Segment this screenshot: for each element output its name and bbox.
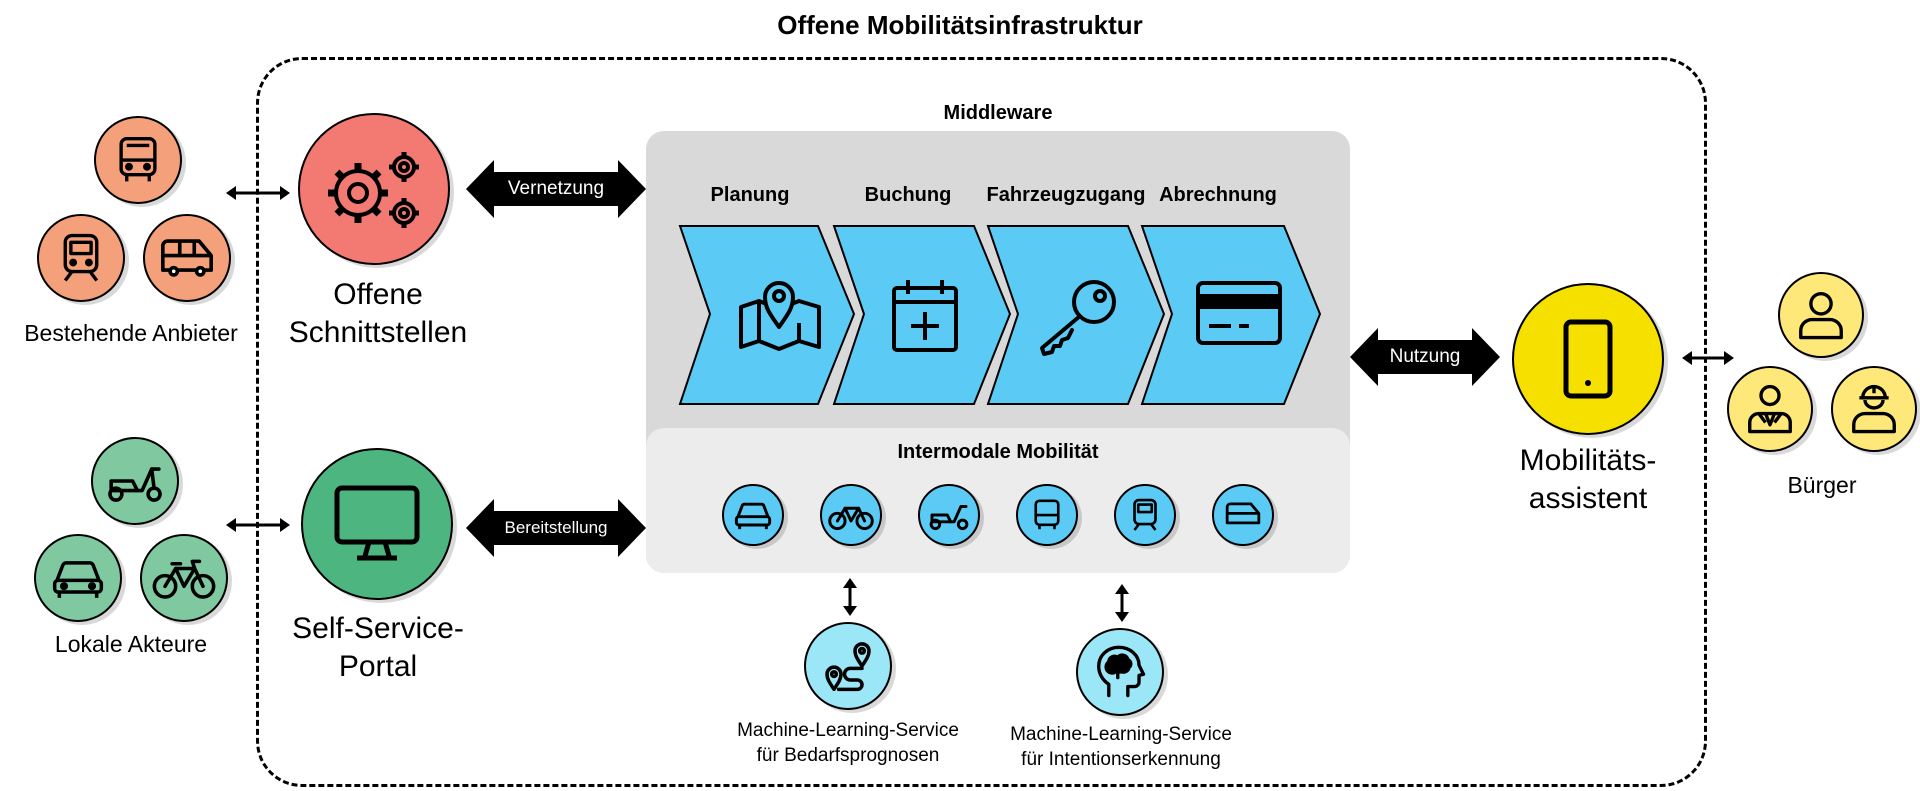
assistant-label-line2: assistent [1528, 482, 1648, 515]
nutzung-label: Nutzung [1389, 346, 1461, 367]
credit-card-icon [1196, 281, 1282, 345]
gears-icon [328, 152, 419, 228]
citizen-business-circle [1727, 366, 1813, 452]
vernetzung-arrow [466, 160, 646, 218]
chevron-planung [678, 225, 856, 405]
ml-demand-label: Machine-Learning-Service für Bedarfsprog… [706, 718, 990, 768]
car-icon [734, 502, 772, 530]
brain-head-icon [1097, 645, 1146, 698]
intermodal-title: Intermodale Mobilität [897, 441, 1099, 463]
ml-demand-label-line2: für Bedarfsprognosen [756, 745, 940, 766]
local-actors-label: Lokale Akteure [54, 631, 208, 657]
process-chevrons [678, 225, 1322, 405]
map-pin-icon [739, 281, 821, 351]
portal-label-line1: Self-Service- [292, 612, 464, 645]
open-interfaces-label: Offene Schnittstellen [262, 276, 494, 352]
diagram-title: Offene Mobilitätsinfrastruktur [777, 10, 1143, 40]
chevron-buchung [832, 225, 1012, 405]
provider-bus-circle [94, 116, 182, 204]
chevron-fahrzeugzugang [986, 225, 1166, 405]
vernetzung-label: Vernetzung [507, 178, 605, 199]
intermodal-van-circle [1212, 484, 1274, 546]
ml-intention-label-line1: Machine-Learning-Service [1010, 724, 1232, 745]
route-icon [825, 642, 871, 692]
ml-intention-label-line2: für Intentionserkennung [1021, 749, 1221, 770]
providers-double-arrow [226, 186, 290, 200]
step-label-fahrzeugzugang: Fahrzeugzugang [986, 184, 1146, 206]
intermodal-scooter-circle [918, 484, 980, 546]
infrastructure-frame [256, 57, 1707, 787]
step-label-planung: Planung [710, 184, 790, 206]
local-car-circle [34, 534, 122, 622]
nutzung-arrow [1350, 328, 1500, 386]
ml-demand-circle [804, 622, 892, 710]
citizens-double-arrow [1682, 351, 1734, 365]
citizens-label: Bürger [1787, 472, 1857, 498]
car-icon [52, 561, 104, 598]
providers-label: Bestehende Anbieter [24, 320, 238, 346]
bicycle-icon [828, 506, 874, 531]
local-scooter-circle [91, 437, 179, 525]
ml-demand-label-line1: Machine-Learning-Service [737, 720, 959, 741]
calendar-plus-icon [892, 280, 958, 352]
van-icon [161, 239, 213, 277]
bicycle-icon [152, 559, 216, 599]
assistant-label-line1: Mobilitäts- [1519, 444, 1657, 477]
person-icon [1799, 291, 1843, 340]
self-service-portal-label: Self-Service- Portal [262, 610, 494, 686]
provider-van-circle [143, 214, 231, 302]
intermodal-train-circle [1114, 484, 1176, 546]
van-icon [1225, 502, 1261, 525]
ml-intention-label: Machine-Learning-Service für Intentionse… [990, 722, 1252, 772]
bereitstellung-label: Bereitstellung [504, 518, 608, 537]
business-person-icon [1748, 384, 1792, 434]
smartphone-icon [1563, 319, 1613, 399]
step-label-abrechnung: Abrechnung [1159, 184, 1277, 206]
monitor-icon [334, 485, 420, 561]
local-double-arrow [226, 518, 290, 532]
intermodal-car-circle [722, 484, 784, 546]
open-interfaces-circle [298, 113, 450, 265]
intermodal-bicycle-circle [820, 484, 882, 546]
train-icon [63, 233, 99, 282]
intermodal-bus-circle [1016, 484, 1078, 546]
citizen-worker-circle [1831, 366, 1917, 452]
bus-icon [119, 136, 157, 182]
step-label-buchung: Buchung [864, 184, 952, 206]
ml-intention-arrow [1115, 584, 1129, 622]
worker-icon [1852, 384, 1896, 434]
train-icon [1133, 498, 1157, 531]
citizen-person-circle [1778, 272, 1864, 358]
scooter-icon [929, 505, 969, 531]
ml-intention-circle [1076, 628, 1164, 716]
open-interfaces-label-line1: Offene [333, 278, 423, 311]
local-bicycle-circle [140, 534, 228, 622]
portal-label-line2: Portal [338, 650, 418, 683]
chevron-abrechnung [1140, 225, 1322, 405]
scooter-icon [108, 467, 162, 502]
key-icon [1040, 280, 1116, 356]
provider-train-circle [37, 214, 125, 302]
bus-icon [1034, 499, 1060, 530]
middleware-title: Middleware [943, 102, 1053, 124]
ml-demand-arrow [843, 578, 857, 616]
mobility-assistant-circle [1512, 283, 1664, 435]
open-interfaces-label-line2: Schnittstellen [288, 316, 468, 349]
mobility-assistant-label: Mobilitäts- assistent [1466, 442, 1710, 518]
bereitstellung-arrow [466, 499, 646, 557]
self-service-portal-circle [301, 448, 453, 600]
